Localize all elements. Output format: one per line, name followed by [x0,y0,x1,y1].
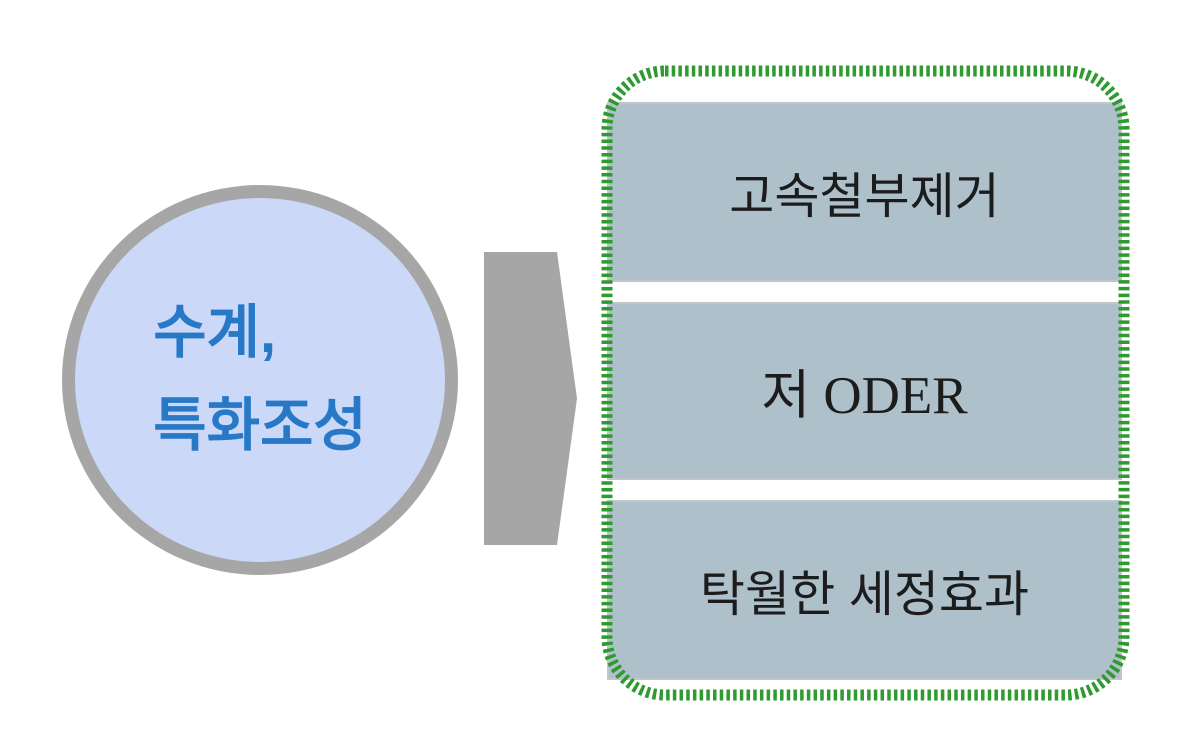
source-circle-label-line-1: 수계, [153,300,277,366]
source-circle-label: 수계, 특화조성 [153,287,366,473]
source-circle: 수계, 특화조성 [62,185,458,575]
results-dashed-border [601,65,1130,701]
source-circle-label-line-2: 특화조성 [153,393,367,458]
right-arrow-icon [484,252,577,545]
